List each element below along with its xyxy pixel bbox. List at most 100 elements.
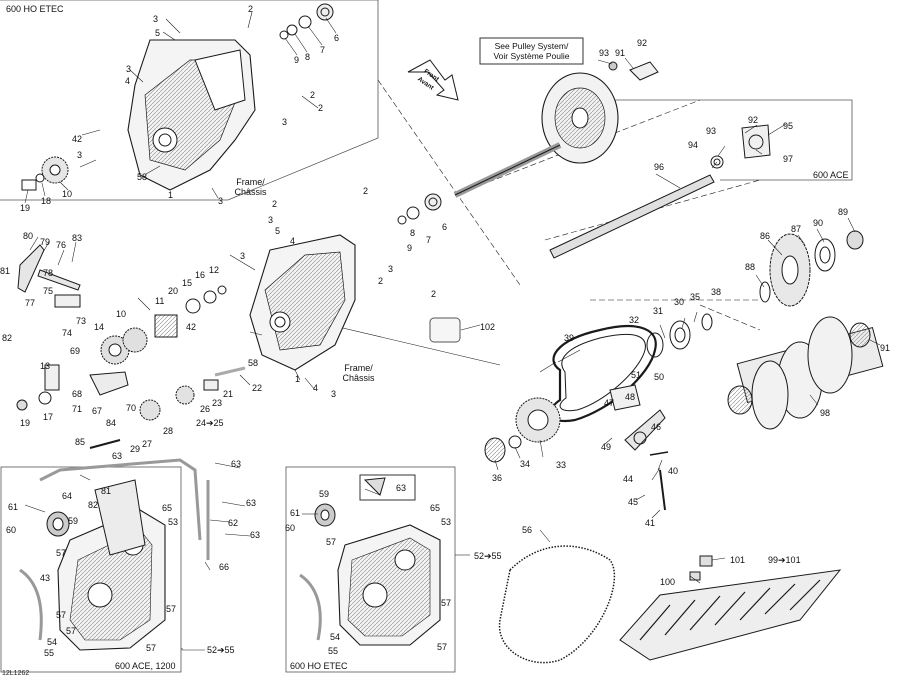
callout-88: 88 bbox=[745, 262, 756, 272]
callout-3: 3 bbox=[268, 215, 274, 225]
callout-57: 57 bbox=[56, 610, 67, 620]
callout-55: 55 bbox=[328, 646, 339, 656]
callout-92: 92 bbox=[748, 115, 759, 125]
callout-10: 10 bbox=[116, 309, 127, 319]
callout-59: 59 bbox=[319, 489, 330, 499]
callout-89: 89 bbox=[838, 207, 849, 217]
callout-1: 1 bbox=[295, 374, 301, 384]
callout-67: 67 bbox=[92, 406, 103, 416]
callout-3: 3 bbox=[240, 251, 246, 261]
callout-77: 77 bbox=[25, 298, 36, 308]
label-600-ho-etec-bottom: 600 HO ETEC bbox=[290, 661, 348, 671]
callout-70: 70 bbox=[126, 403, 137, 413]
callout-4: 4 bbox=[125, 76, 131, 86]
group-box-600-ace bbox=[612, 99, 853, 181]
callout-94: 94 bbox=[688, 140, 699, 150]
callout-2: 2 bbox=[272, 199, 278, 209]
pulley-system-note: See Pulley System/ Voir Système Poulie bbox=[493, 41, 570, 61]
callout-71: 71 bbox=[72, 404, 83, 414]
callout-24-25: 24➔25 bbox=[196, 418, 224, 428]
callout-57: 57 bbox=[437, 642, 448, 652]
callout-23: 23 bbox=[212, 398, 223, 408]
callout-99-101: 99➔101 bbox=[768, 555, 801, 565]
callout-51: 51 bbox=[631, 370, 642, 380]
callout-13: 13 bbox=[40, 361, 51, 371]
callout-63: 63 bbox=[231, 459, 242, 469]
callout-43: 43 bbox=[40, 573, 51, 583]
callout-57: 57 bbox=[326, 537, 337, 547]
callout-28: 28 bbox=[163, 426, 174, 436]
callout-48: 48 bbox=[625, 392, 636, 402]
gasket-56 bbox=[498, 545, 616, 664]
callout-57: 57 bbox=[146, 643, 157, 653]
callout-57: 57 bbox=[166, 604, 177, 614]
callout-3: 3 bbox=[218, 196, 224, 206]
callout-16: 16 bbox=[195, 270, 206, 280]
callout-12: 12 bbox=[209, 265, 220, 275]
callout-45: 45 bbox=[628, 497, 639, 507]
callout-76: 76 bbox=[56, 240, 67, 250]
callout-63: 63 bbox=[112, 451, 123, 461]
callout-2: 2 bbox=[431, 289, 437, 299]
callout-93: 93 bbox=[706, 126, 717, 136]
callout-90: 90 bbox=[813, 218, 824, 228]
group-box-bottom-mid bbox=[285, 466, 456, 673]
label-600-ace: 600 ACE bbox=[813, 170, 849, 180]
callout-3: 3 bbox=[77, 150, 83, 160]
callout-60: 60 bbox=[285, 523, 296, 533]
callout-52-55-mid: 52➔55 bbox=[474, 551, 502, 561]
callout-6: 6 bbox=[442, 222, 448, 232]
callout-58: 58 bbox=[137, 172, 148, 182]
callout-44: 44 bbox=[623, 474, 634, 484]
track-section bbox=[619, 569, 842, 661]
callout-65: 65 bbox=[430, 503, 441, 513]
callout-18: 18 bbox=[41, 196, 52, 206]
callout-17: 17 bbox=[43, 412, 54, 422]
callout-79: 79 bbox=[40, 237, 51, 247]
callout-19: 19 bbox=[20, 203, 31, 213]
callout-74: 74 bbox=[62, 328, 73, 338]
callout-50: 50 bbox=[654, 372, 665, 382]
callout-62: 62 bbox=[228, 518, 239, 528]
header-600-ho-etec: 600 HO ETEC bbox=[6, 4, 64, 14]
callout-59: 59 bbox=[68, 516, 79, 526]
callout-82: 82 bbox=[88, 500, 99, 510]
label-600-ace-1200: 600 ACE, 1200 bbox=[115, 661, 176, 671]
callout-56: 56 bbox=[522, 525, 533, 535]
callout-30: 30 bbox=[674, 297, 685, 307]
callout-68: 68 bbox=[72, 389, 83, 399]
frame-chassis-label-middle: Frame/ Châssis bbox=[342, 363, 375, 383]
callout-27: 27 bbox=[142, 439, 153, 449]
callout-11: 11 bbox=[155, 296, 165, 306]
callout-21: 21 bbox=[223, 389, 234, 399]
callout-53: 53 bbox=[168, 517, 179, 527]
callout-14: 14 bbox=[94, 322, 105, 332]
callout-102: 102 bbox=[480, 322, 496, 332]
callout-92: 92 bbox=[637, 38, 648, 48]
callout-26: 26 bbox=[200, 404, 211, 414]
callout-55: 55 bbox=[44, 648, 55, 658]
callout-22: 22 bbox=[252, 383, 263, 393]
callout-47: 47 bbox=[604, 398, 615, 408]
callout-32: 32 bbox=[629, 315, 640, 325]
callout-54: 54 bbox=[330, 632, 341, 642]
callout-93: 93 bbox=[599, 48, 610, 58]
callout-49: 49 bbox=[601, 442, 612, 452]
callout-31: 31 bbox=[653, 306, 664, 316]
callout-97: 97 bbox=[783, 154, 794, 164]
frame-chassis-label-top: Frame/ Châssis bbox=[234, 177, 267, 197]
group-box-600-ho-etec-top bbox=[0, 0, 379, 201]
callout-40: 40 bbox=[668, 466, 679, 476]
callout-8: 8 bbox=[305, 52, 311, 62]
callout-52-55-left: 52➔55 bbox=[207, 645, 235, 655]
callout-87: 87 bbox=[791, 224, 802, 234]
callout-10: 10 bbox=[62, 189, 73, 199]
callout-81: 81 bbox=[0, 266, 11, 276]
callout-95: 95 bbox=[783, 121, 794, 131]
callout-75: 75 bbox=[43, 286, 54, 296]
callout-58: 58 bbox=[248, 358, 259, 368]
callout-36: 36 bbox=[492, 473, 503, 483]
callout-86: 86 bbox=[760, 231, 771, 241]
callout-39: 39 bbox=[564, 333, 575, 343]
callout-4: 4 bbox=[290, 236, 296, 246]
